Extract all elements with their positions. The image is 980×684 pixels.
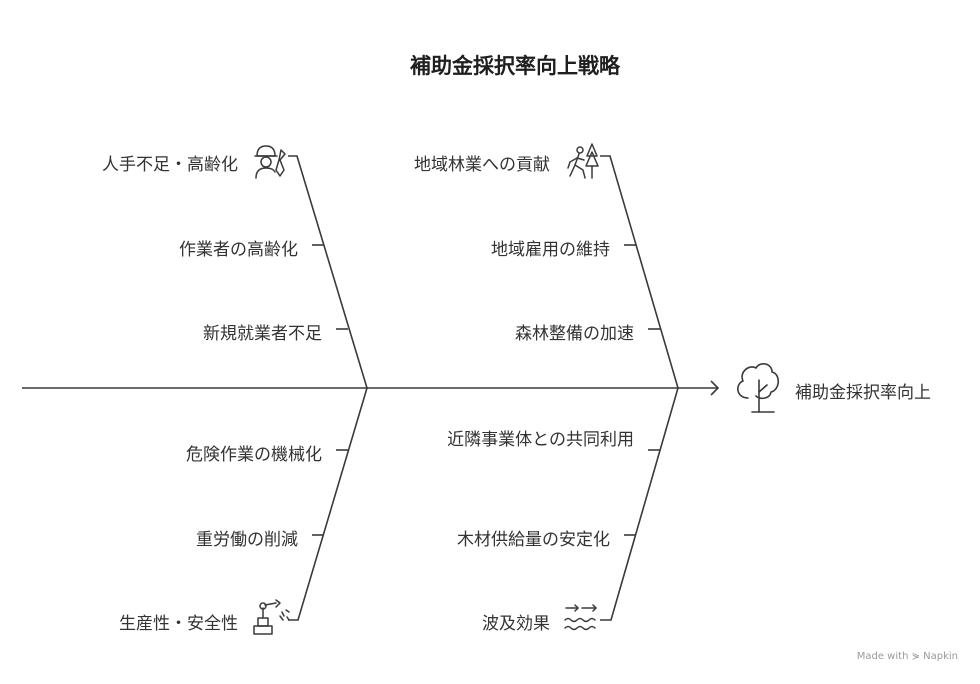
cause-label: 新規就業者不足 bbox=[203, 324, 322, 344]
head-label: 補助金採択率向上 bbox=[795, 383, 931, 403]
bone-top-right bbox=[600, 155, 679, 389]
cause-label: 重労働の削減 bbox=[196, 530, 298, 550]
branch-label-top-left: 人手不足・高齢化 bbox=[102, 155, 238, 175]
branch-label-top-right: 地域林業への貢献 bbox=[414, 155, 550, 175]
tree-icon bbox=[737, 363, 780, 413]
diagram-title: 補助金採択率向上戦略 bbox=[410, 54, 620, 78]
robot-arm-icon bbox=[253, 599, 290, 635]
bone-bottom-left bbox=[288, 387, 368, 621]
cause-label: 木材供給量の安定化 bbox=[457, 530, 610, 550]
cause-label: 作業者の高齢化 bbox=[179, 240, 298, 260]
cause-label: 危険作業の機械化 bbox=[186, 445, 322, 465]
hiker-in-forest-icon bbox=[567, 143, 599, 179]
bone-top-left bbox=[288, 155, 368, 389]
branch-label-bottom-right: 波及効果 bbox=[482, 614, 550, 634]
worker-with-wrench-icon bbox=[254, 145, 286, 179]
waves-arrows-icon bbox=[564, 604, 597, 631]
cause-label: 森林整備の加速 bbox=[515, 324, 634, 344]
spine-arrowhead bbox=[710, 380, 720, 396]
napkin-watermark[interactable]: Made with ⋟ Napkin bbox=[856, 651, 958, 662]
bone-bottom-right bbox=[600, 387, 679, 621]
branch-label-bottom-left: 生産性・安全性 bbox=[119, 614, 238, 634]
cause-label: 地域雇用の維持 bbox=[491, 240, 610, 260]
cause-label: 近隣事業体との共同利用 bbox=[447, 430, 634, 450]
